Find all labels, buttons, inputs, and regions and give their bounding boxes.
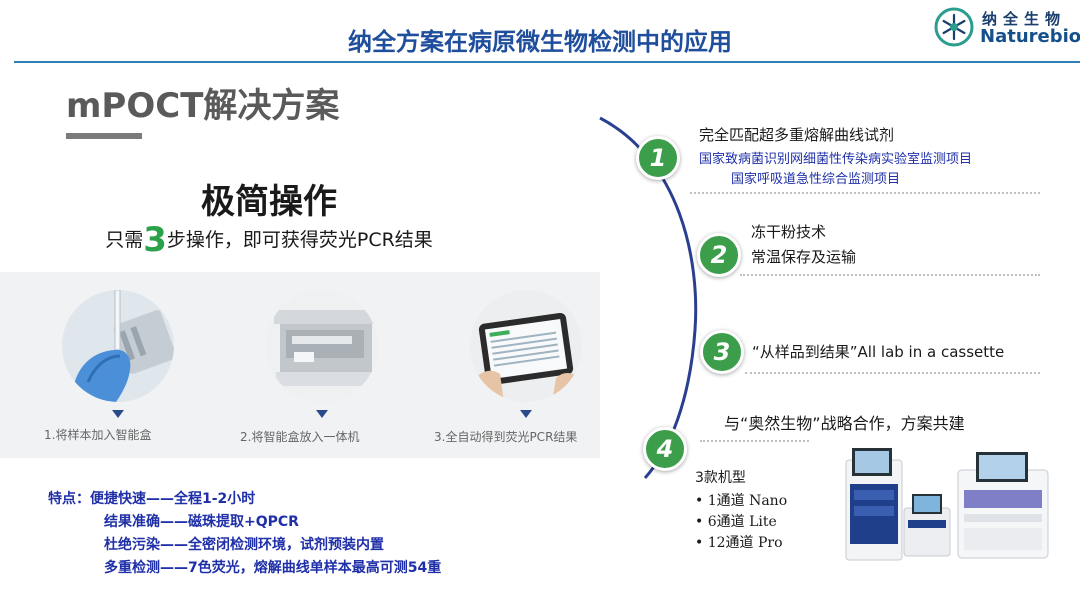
item-1-divider — [690, 192, 1040, 194]
item-1-title: 完全匹配超多重熔解曲线试剂 — [699, 126, 895, 144]
three-step-subtitle: 只需3步操作，即可获得荧光PCR结果 — [0, 220, 538, 260]
feature-line-4: 多重检测——7色荧光，熔解曲线单样本最高可测54重 — [104, 560, 442, 576]
logo-chinese-name: 纳全生物 — [982, 10, 1067, 28]
item-3-divider — [745, 372, 1040, 374]
item-3-title: “从样品到结果”All lab in a cassette — [752, 343, 1005, 361]
item-1-number-badge: 1 — [636, 136, 680, 180]
step3-image — [470, 290, 582, 402]
header-divider — [14, 61, 1080, 63]
step2-label: 2.将智能盒放入一体机 — [240, 430, 360, 444]
subtitle-step-count: 3 — [143, 220, 167, 260]
item-4-number-badge: 4 — [643, 427, 687, 471]
logo-english-name: Naturebio — [980, 26, 1080, 47]
item-4-title: 与“奥然生物”战略合作，方案共建 — [724, 414, 965, 433]
model-2-label: 6通道 Lite — [707, 514, 777, 530]
step2-image — [266, 290, 378, 402]
model-3-label: 12通道 Pro — [707, 535, 783, 551]
step2-arrow — [316, 410, 328, 418]
subtitle-suffix: 步操作，即可获得荧光PCR结果 — [166, 229, 433, 251]
model-2: • 6通道 Lite — [695, 514, 777, 530]
naturebio-logo-icon — [934, 7, 974, 47]
header-title: 纳全方案在病原微生物检测中的应用 — [348, 28, 732, 56]
feature-line-3: 杜绝污染——全密闭检测环境，试剂预装内置 — [104, 537, 384, 553]
item-1-line-1: 国家致病菌识别网细菌性传染病实验室监测项目 — [699, 152, 973, 167]
model-3: • 12通道 Pro — [695, 535, 783, 551]
item-2-line-1: 常温保存及运输 — [751, 248, 857, 266]
instrument-models-image — [810, 440, 1050, 570]
title-underline — [66, 133, 142, 139]
item-3-number-badge: 3 — [700, 330, 744, 374]
step1-image — [62, 290, 174, 402]
model-1-label: 1通道 Nano — [707, 493, 788, 509]
feature-line-1: 特点：便捷快速——全程1-2小时 — [48, 491, 256, 507]
models-title: 3款机型 — [695, 470, 746, 486]
item-1-line-2: 国家呼吸道急性综合监测项目 — [731, 172, 901, 187]
step3-label: 3.全自动得到荧光PCR结果 — [434, 430, 578, 444]
feature-line-2: 结果准确——磁珠提取+QPCR — [104, 514, 299, 530]
page-title: mPOCT解决方案 — [66, 86, 340, 126]
item-2-title: 冻干粉技术 — [751, 223, 827, 241]
simple-operation-heading: 极简操作 — [201, 182, 337, 222]
step1-arrow — [112, 410, 124, 418]
model-1: • 1通道 Nano — [695, 493, 788, 509]
step3-arrow — [520, 410, 532, 418]
item-2-divider — [740, 274, 1040, 276]
item-2-number-badge: 2 — [697, 233, 741, 277]
step1-label: 1.将样本加入智能盒 — [44, 428, 152, 442]
subtitle-prefix: 只需 — [105, 229, 144, 251]
